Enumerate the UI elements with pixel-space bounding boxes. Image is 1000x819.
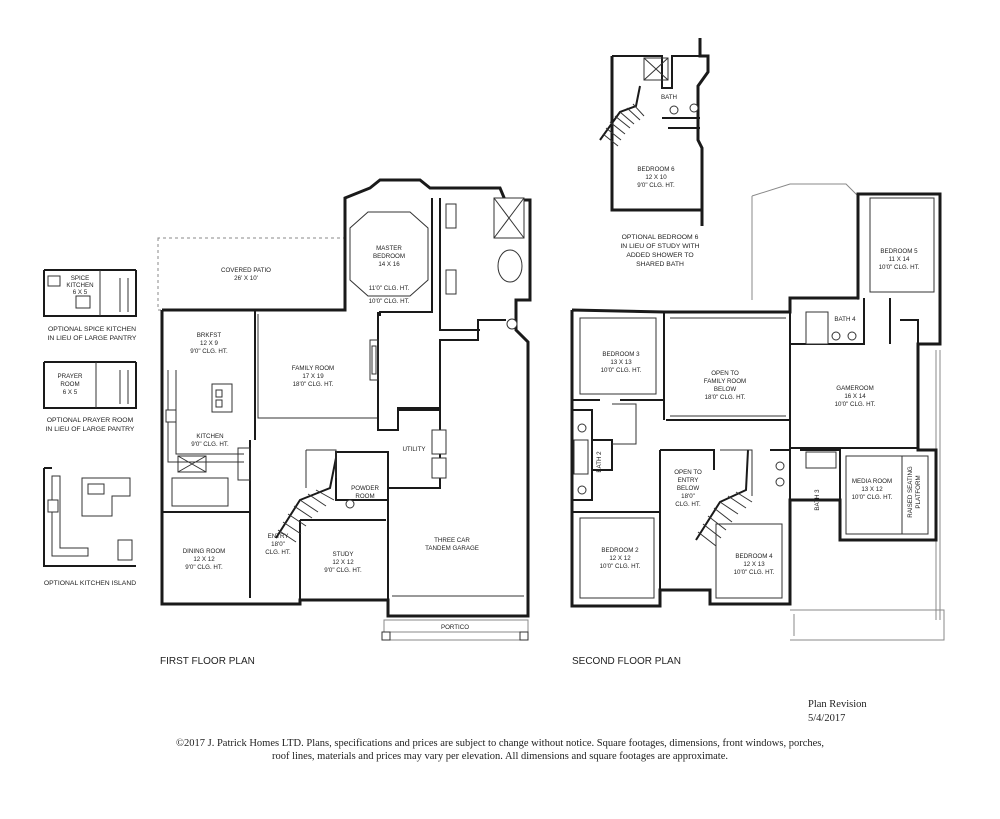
spice-kitchen-size: 6 X 5 — [73, 289, 88, 296]
copyright-notice: ©2017 J. Patrick Homes LTD. Plans, speci… — [100, 737, 900, 763]
label-garage-2: TANDEM GARAGE — [425, 545, 479, 552]
label-open-family-1: OPEN TO — [711, 370, 739, 377]
label-open-entry-4: 18'0" — [681, 493, 695, 500]
second-floor-plan: BEDROOM 3 13 X 13 10'0" CLG. HT. OPEN TO… — [570, 183, 945, 667]
label-bedroom5-clg: 10'0" CLG. HT. — [879, 264, 920, 271]
option-bedroom6-line1: OPTIONAL BEDROOM 6 — [622, 234, 699, 241]
label-master-clg1: 11'0" CLG. HT. — [369, 285, 410, 292]
label-bedroom6-size: 12 X 10 — [645, 174, 667, 181]
label-gameroom-clg: 10'0" CLG. HT. — [835, 401, 876, 408]
label-portico: PORTICO — [441, 624, 469, 631]
label-open-family-clg: 18'0" CLG. HT. — [705, 394, 746, 401]
option-island-line1: OPTIONAL KITCHEN ISLAND — [44, 580, 136, 587]
label-bedroom6: BEDROOM 6 — [637, 166, 675, 173]
label-garage: THREE CAR — [434, 537, 470, 544]
option-bedroom6-line4: SHARED BATH — [636, 261, 684, 268]
label-study: STUDY — [333, 551, 354, 558]
spice-kitchen-name: SPICE — [71, 275, 90, 282]
label-bath2: BATH 2 — [596, 451, 603, 473]
option-prayer-line1: OPTIONAL PRAYER ROOM — [47, 417, 134, 424]
second-floor-title: SECOND FLOOR PLAN — [572, 656, 681, 667]
optional-kitchen-island-inset: OPTIONAL KITCHEN ISLAND — [43, 467, 136, 587]
label-raised-platform: RAISED SEATING — [907, 466, 914, 518]
plan-revision: Plan Revision 5/4/2017 — [808, 698, 867, 726]
label-utility: UTILITY — [402, 446, 425, 453]
label-covered-patio: COVERED PATIO — [221, 267, 271, 274]
label-open-family-2: FAMILY ROOM — [704, 378, 746, 385]
label-media-size: 13 X 12 — [861, 486, 883, 493]
label-powder: POWDER — [351, 485, 379, 492]
label-bath3: BATH 3 — [814, 489, 821, 511]
first-floor-title: FIRST FLOOR PLAN — [160, 656, 255, 667]
label-family-clg: 18'0" CLG. HT. — [293, 381, 334, 388]
label-kitchen-clg: 9'0" CLG. HT. — [191, 441, 229, 448]
label-bedroom5-size: 11 X 14 — [889, 256, 910, 263]
label-media-room: MEDIA ROOM — [852, 478, 892, 485]
label-bedroom3-clg: 10'0" CLG. HT. — [601, 367, 642, 374]
prayer-room-name: PRAYER — [58, 373, 84, 380]
first-floor-plan: COVERED PATIO 26' X 10' MASTER BEDROOM 1… — [157, 178, 532, 667]
spice-kitchen-name2: KITCHEN — [66, 282, 93, 289]
label-family-size: 17 X 19 — [302, 373, 324, 380]
copyright-line1: ©2017 J. Patrick Homes LTD. Plans, speci… — [176, 738, 824, 749]
label-dining-clg: 9'0" CLG. HT. — [185, 564, 223, 571]
label-entry-size: 18'0" — [271, 541, 285, 548]
label-bedroom4: BEDROOM 4 — [735, 553, 773, 560]
optional-bedroom6-inset: BATH BEDROOM 6 12 X 10 9'0" CLG. HT. OPT… — [599, 38, 710, 268]
label-dining-room: DINING ROOM — [183, 548, 226, 555]
label-powder-room: ROOM — [355, 493, 374, 500]
option-prayer-line2: IN LIEU OF LARGE PANTRY — [46, 426, 135, 433]
label-master: MASTER — [376, 245, 402, 252]
label-open-family-3: BELOW — [714, 386, 737, 393]
label-entry-clg: CLG. HT. — [265, 549, 291, 556]
optional-prayer-room-inset: PRAYER ROOM 6 X 5 OPTIONAL PRAYER ROOM I… — [43, 361, 137, 433]
label-brkfst-clg: 9'0" CLG. HT. — [190, 348, 228, 355]
label-study-clg: 9'0" CLG. HT. — [324, 567, 362, 574]
optional-spice-kitchen-inset: SPICE KITCHEN 6 X 5 OPTIONAL SPICE KITCH… — [43, 269, 137, 342]
label-study-size: 12 X 12 — [332, 559, 354, 566]
revision-date: 5/4/2017 — [808, 713, 846, 724]
label-bedroom5: BEDROOM 5 — [880, 248, 918, 255]
label-bedroom3-size: 13 X 13 — [610, 359, 632, 366]
label-entry: ENTRY — [268, 533, 289, 540]
label-covered-patio-size: 26' X 10' — [234, 275, 258, 282]
label-bedroom4-size: 12 X 13 — [743, 561, 765, 568]
label-bedroom2-size: 12 X 12 — [609, 555, 631, 562]
label-master-bedroom: BEDROOM — [373, 253, 405, 260]
label-bedroom6-clg: 9'0" CLG. HT. — [637, 182, 675, 189]
label-family-room: FAMILY ROOM — [292, 365, 334, 372]
label-kitchen: KITCHEN — [196, 433, 223, 440]
label-open-entry-2: ENTRY — [678, 477, 699, 484]
label-bedroom3: BEDROOM 3 — [602, 351, 640, 358]
revision-label: Plan Revision — [808, 699, 867, 710]
option-bedroom6-line3: ADDED SHOWER TO — [626, 252, 693, 259]
label-bedroom4-clg: 10'0" CLG. HT. — [734, 569, 775, 576]
label-bath: BATH — [661, 94, 677, 101]
label-brkfst: BRKFST — [197, 332, 222, 339]
label-gameroom: GAMEROOM — [836, 385, 873, 392]
label-bedroom2-clg: 10'0" CLG. HT. — [600, 563, 641, 570]
prayer-room-size: 6 X 5 — [63, 389, 78, 396]
option-bedroom6-line2: IN LIEU OF STUDY WITH — [620, 243, 699, 250]
label-bedroom2: BEDROOM 2 — [601, 547, 639, 554]
label-media-clg: 10'0" CLG. HT. — [852, 494, 893, 501]
label-master-clg2: 10'0" CLG. HT. — [369, 298, 410, 305]
copyright-line2: roof lines, materials and prices may var… — [271, 751, 729, 762]
label-open-entry-1: OPEN TO — [674, 469, 702, 476]
label-raised-platform-2: PLATFORM — [915, 475, 922, 508]
label-brkfst-size: 12 X 9 — [200, 340, 218, 347]
label-master-size: 14 X 16 — [378, 261, 400, 268]
label-open-entry-clg: CLG. HT. — [675, 501, 701, 508]
label-open-entry-3: BELOW — [677, 485, 700, 492]
prayer-room-name2: ROOM — [60, 381, 79, 388]
label-bath4: BATH 4 — [834, 316, 856, 323]
label-gameroom-size: 16 X 14 — [844, 393, 866, 400]
label-dining-size: 12 X 12 — [193, 556, 215, 563]
option-spice-line2: IN LIEU OF LARGE PANTRY — [48, 335, 137, 342]
option-spice-line1: OPTIONAL SPICE KITCHEN — [48, 326, 136, 333]
